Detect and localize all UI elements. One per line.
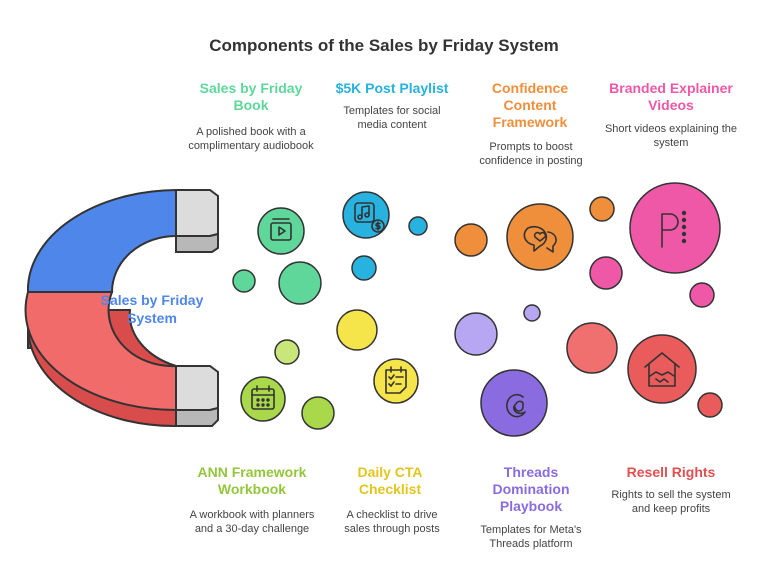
threads-circle <box>480 369 548 437</box>
magnet-top-tip <box>175 189 219 237</box>
item-desc-playlist: Templates for social media content <box>343 105 441 131</box>
book-circle <box>257 207 305 255</box>
particle-cyan-medium <box>351 255 377 281</box>
item-title-resell: Resell Rights <box>626 464 716 480</box>
item-desc-threads: Templates for Meta's Threads platform <box>480 524 582 550</box>
item-title-playlist: $5K Post Playlist <box>335 80 449 96</box>
particle-lime-medium <box>301 396 335 430</box>
center-label: Sales by Friday System <box>100 292 204 326</box>
particle-pink-small <box>689 282 715 308</box>
item-title-ann: ANN Framework Workbook <box>197 464 307 497</box>
item-desc-book: A polished book with a complimentary aud… <box>188 126 314 152</box>
item-title-videos: Branded Explainer Videos <box>609 80 733 113</box>
icon-circles <box>240 182 721 437</box>
diagram-title: Components of the Sales by Friday System <box>209 36 559 55</box>
house-handshake-icon <box>644 352 680 387</box>
item-desc-resell: Rights to sell the system and keep profi… <box>611 489 731 515</box>
p-logo-icon <box>661 210 687 248</box>
magnet-red-arm <box>24 291 177 412</box>
particle-purple-small <box>523 304 541 322</box>
item-desc-cta: A checklist to drive sales through posts <box>344 509 440 535</box>
item-desc-ann: A workbook with planners and a 30-day ch… <box>189 509 315 535</box>
particle-purple-large <box>454 312 498 356</box>
item-title-book: Sales by Friday Book <box>199 80 303 113</box>
book-video-icon <box>270 218 292 241</box>
particle-yellow-large <box>336 309 378 351</box>
confidence-circle <box>506 203 574 271</box>
particle-green-small <box>232 269 256 293</box>
magnet-blue-arm <box>26 188 177 293</box>
item-title-cta: Daily CTA Checklist <box>357 464 423 497</box>
particle-orange-medium <box>454 223 488 257</box>
magnet <box>24 188 219 428</box>
particle-pink-medium <box>589 256 623 290</box>
item-title-threads: Threads Domination Playbook <box>492 464 570 514</box>
particle-cyan-small <box>408 216 428 236</box>
resell-circle <box>627 334 697 404</box>
music-dollar-icon <box>354 202 385 233</box>
particle-green-large <box>278 261 322 305</box>
magnet-bottom-tip <box>175 365 219 411</box>
item-desc-confidence: Prompts to boost confidence in posting <box>479 141 583 167</box>
calendar-icon <box>251 385 275 410</box>
item-title-confidence: Confidence Content Framework <box>491 80 569 130</box>
threads-icon <box>506 393 526 418</box>
cta-circle <box>373 358 419 404</box>
particle-red-large <box>566 322 618 374</box>
speech-bubbles-icon <box>523 225 557 253</box>
checklist-icon <box>385 366 407 394</box>
particle-orange-small <box>589 196 615 222</box>
item-desc-videos: Short videos explaining the system <box>604 123 738 149</box>
particle-red-small <box>697 392 723 418</box>
particle-lime-small <box>274 339 300 365</box>
particles <box>232 196 723 430</box>
